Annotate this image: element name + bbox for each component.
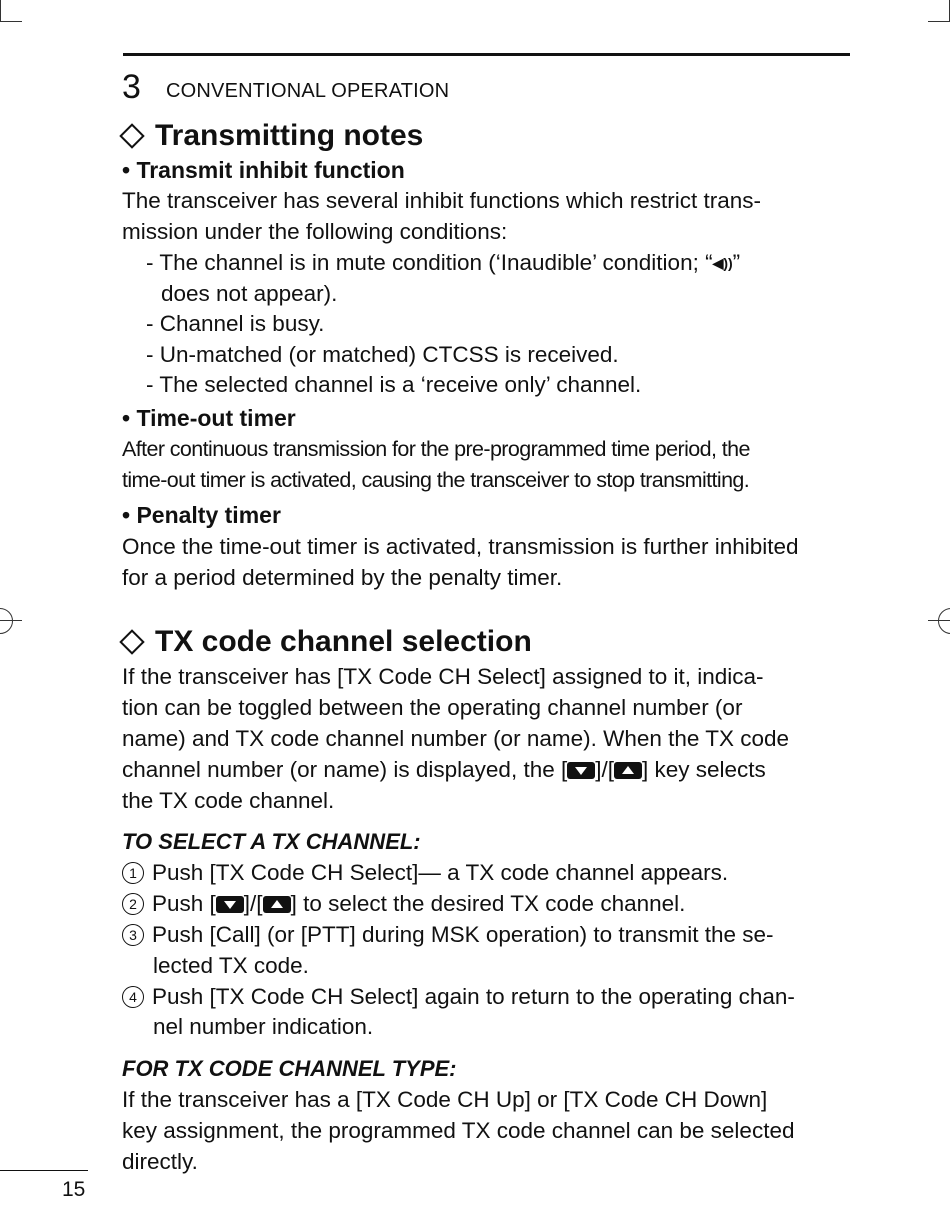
paragraph-line: The transceiver has several inhibit func… bbox=[122, 188, 762, 213]
step-text: Push [TX Code CH Select]— a TX code chan… bbox=[152, 860, 729, 885]
down-key-icon bbox=[567, 762, 596, 779]
list-item-text: ” bbox=[732, 250, 741, 275]
step-2: 2 Push [ ]/[ ] to select the desired TX cod… bbox=[122, 888, 849, 919]
registration-mark-line bbox=[0, 620, 22, 621]
paragraph-line: If the transceiver has [TX Code CH Selec… bbox=[122, 664, 764, 689]
step-4-continuation: nel number indication. bbox=[153, 1014, 374, 1039]
paragraph-line: mission under the following conditions: bbox=[122, 219, 508, 244]
crop-mark bbox=[0, 21, 22, 22]
registration-mark-line bbox=[928, 620, 950, 621]
step-number: 2 bbox=[122, 893, 144, 915]
header-rule bbox=[123, 53, 850, 56]
procedure-heading: TO SELECT A TX CHANNEL: bbox=[122, 829, 421, 854]
crop-mark bbox=[0, 0, 1, 22]
paragraph-line: Once the time-out timer is activated, tr… bbox=[122, 534, 799, 559]
paragraph-text: ] key selects bbox=[642, 757, 766, 782]
paragraph-line: tion can be toggled between the operatin… bbox=[122, 695, 743, 720]
step-number: 3 bbox=[122, 924, 144, 946]
chapter-number: 3 bbox=[122, 68, 141, 106]
step-number: 1 bbox=[122, 862, 144, 884]
section-title-tx-code-channel-selection: TX code channel selection bbox=[116, 624, 532, 660]
step-text: ]/[ bbox=[243, 891, 263, 916]
list-item: - Un-matched (or matched) CTCSS is recei… bbox=[146, 342, 619, 367]
paragraph-line: After continuous transmission for the pr… bbox=[122, 437, 750, 461]
step-4: 4 Push [TX Code CH Select] again to retur… bbox=[122, 981, 849, 1012]
list-item-continuation: does not appear). bbox=[161, 281, 338, 306]
paragraph-line: time-out timer is activated, causing the… bbox=[122, 468, 750, 492]
paragraph-line: directly. bbox=[122, 1149, 198, 1174]
step-3-continuation: lected TX code. bbox=[153, 953, 309, 978]
chapter-title: CONVENTIONAL OPERATION bbox=[166, 80, 450, 102]
section-title-text: Transmitting notes bbox=[155, 119, 424, 152]
step-text: ] to select the desired TX code channel. bbox=[290, 891, 686, 916]
step-text: Push [Call] (or [PTT] during MSK operati… bbox=[152, 922, 774, 947]
section-title-text: TX code channel selection bbox=[155, 625, 532, 658]
procedure-heading: FOR TX CODE CHANNEL TYPE: bbox=[122, 1056, 457, 1081]
paragraph-line: If the transceiver has a [TX Code CH Up]… bbox=[122, 1087, 768, 1112]
list-item: - Channel is busy. bbox=[146, 311, 325, 336]
paragraph-line: key assignment, the programmed TX code c… bbox=[122, 1118, 795, 1143]
paragraph-text: channel number (or name) is displayed, t… bbox=[122, 757, 568, 782]
step-text: Push [TX Code CH Select] again to return… bbox=[152, 984, 795, 1009]
diamond-icon bbox=[119, 629, 145, 655]
list-item-text: - The channel is in mute condition (‘Ina… bbox=[146, 250, 713, 275]
section-title-transmitting-notes: Transmitting notes bbox=[116, 118, 423, 154]
up-key-icon bbox=[614, 762, 642, 779]
crop-mark bbox=[928, 21, 950, 22]
list-item: - The selected channel is a ‘receive onl… bbox=[146, 372, 642, 397]
footer-rule bbox=[0, 1170, 88, 1171]
page-number: 15 bbox=[62, 1178, 86, 1201]
list-item: - The channel is in mute condition (‘Ina… bbox=[146, 247, 740, 279]
registration-mark bbox=[0, 608, 13, 634]
up-key-icon bbox=[262, 896, 291, 913]
paragraph-line: channel number (or name) is displayed, t… bbox=[122, 754, 766, 785]
paragraph-line: for a period determined by the penalty t… bbox=[122, 565, 563, 590]
step-1: 1 Push [TX Code CH Select]— a TX code cha… bbox=[122, 857, 849, 888]
step-number: 4 bbox=[122, 986, 144, 1008]
registration-mark bbox=[938, 608, 950, 634]
paragraph-line: the TX code channel. bbox=[122, 788, 335, 813]
paragraph-text: ]/[ bbox=[595, 757, 614, 782]
step-text: Push [ bbox=[152, 891, 216, 916]
subheading-time-out-timer: • Time-out timer bbox=[122, 405, 296, 431]
subheading-transmit-inhibit: • Transmit inhibit function bbox=[122, 157, 405, 183]
paragraph-line: name) and TX code channel number (or nam… bbox=[122, 726, 790, 751]
subheading-penalty-timer: • Penalty timer bbox=[122, 502, 281, 528]
speaker-icon: ◀)) bbox=[712, 255, 733, 271]
diamond-icon bbox=[119, 123, 145, 149]
step-3: 3 Push [Call] (or [PTT] during MSK operat… bbox=[122, 919, 849, 950]
down-key-icon bbox=[215, 896, 244, 913]
